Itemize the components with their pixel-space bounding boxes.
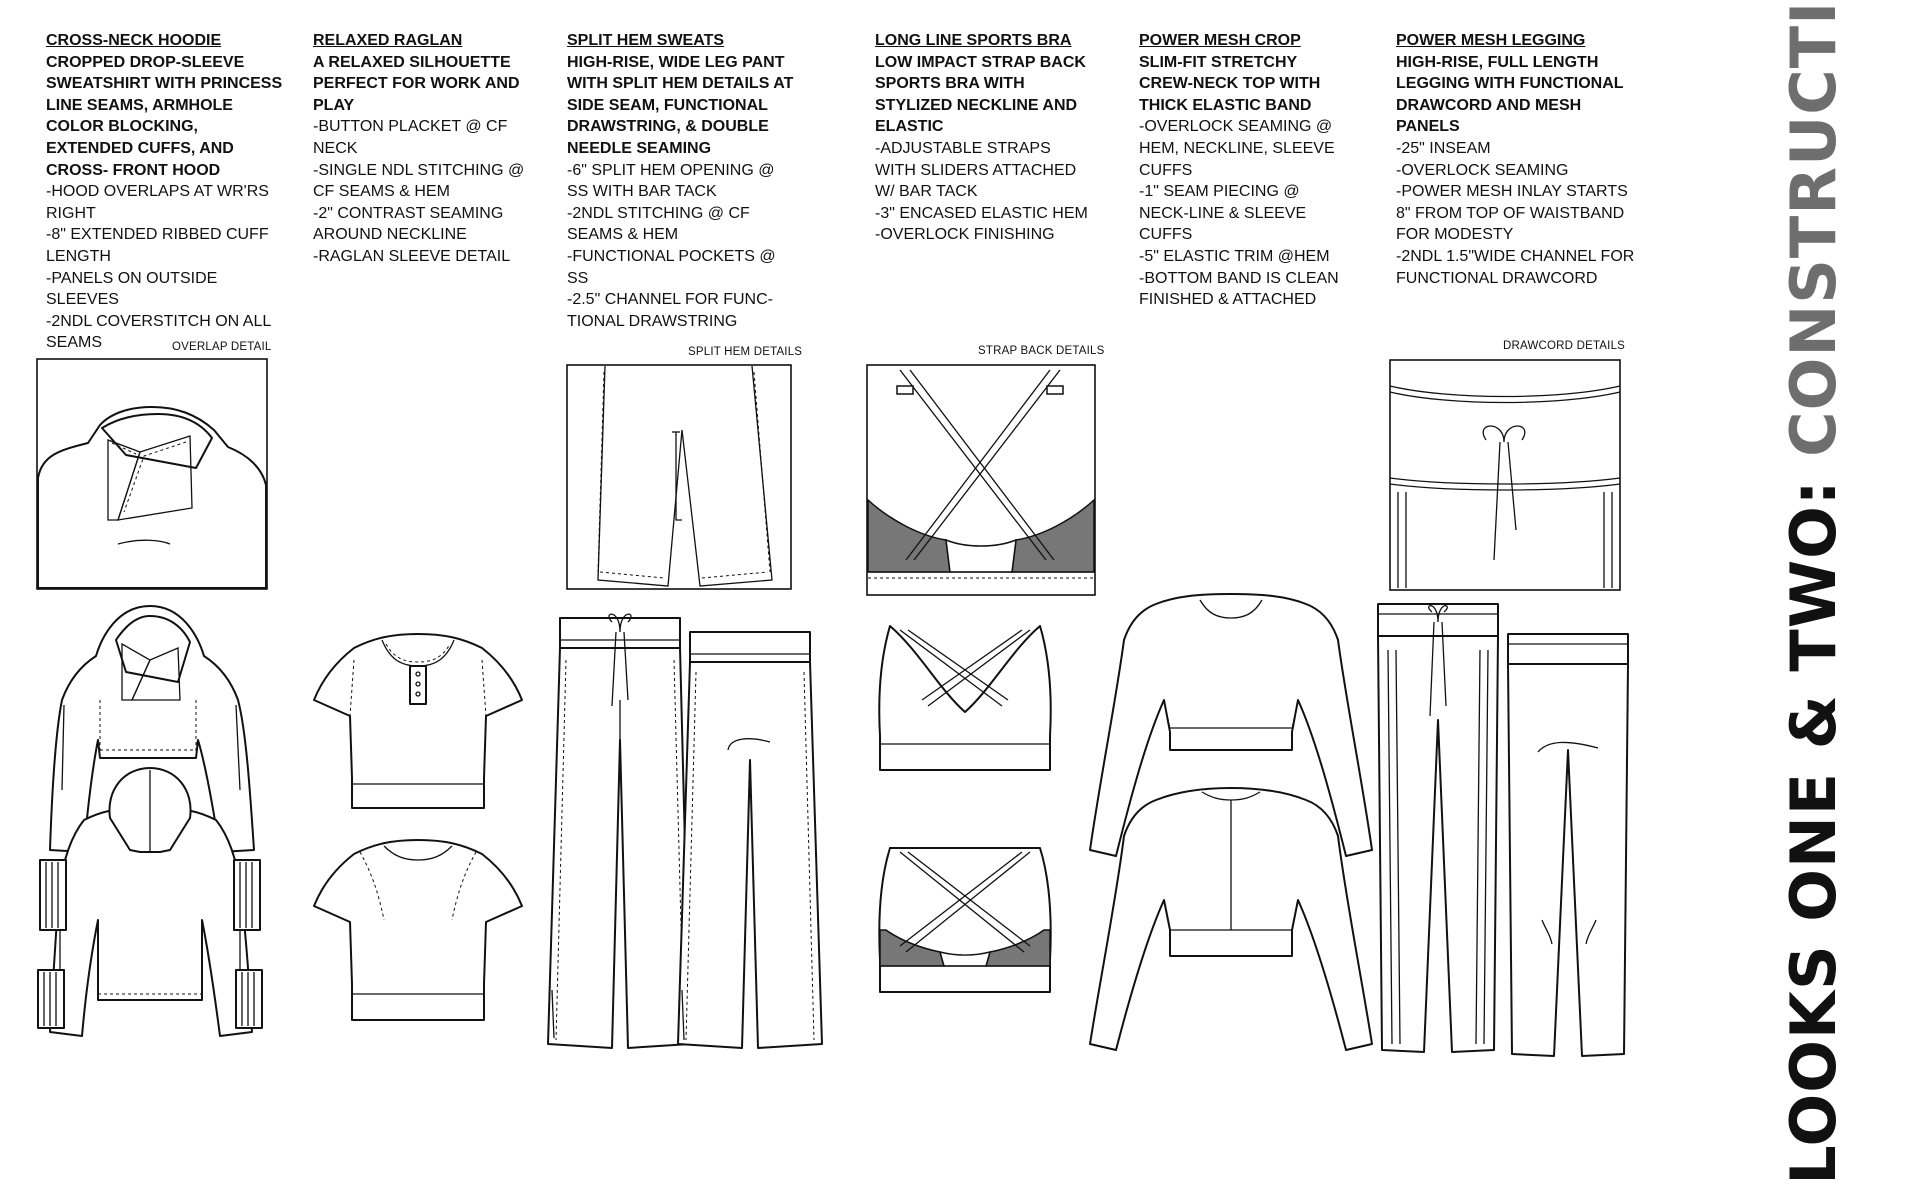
raglan-back-flat bbox=[313, 839, 523, 1021]
look-detail: -3" ENCASED ELASTIC HEM bbox=[875, 204, 1088, 222]
look-column-crop: POWER MESH CROP SLIM-FIT STRETCHY CREW-N… bbox=[1139, 30, 1349, 311]
look-detail: -25" INSEAM bbox=[1396, 139, 1491, 157]
look-detail: -BUTTON PLACKET @ CF NECK bbox=[313, 118, 508, 157]
look-detail: -2NDL COVERSTITCH ON ALL SEAMS bbox=[46, 312, 271, 352]
technical-flats bbox=[36, 358, 1629, 1057]
look-detail: -ADJUSTABLE STRAPS WITH SLIDERS ATTACHED… bbox=[875, 139, 1077, 201]
drawcord-detail-box bbox=[1389, 359, 1621, 591]
strap-back-detail-label: STRAP BACK DETAILS bbox=[978, 345, 1105, 357]
look-title: POWER MESH CROP bbox=[1139, 32, 1301, 49]
bra-back-flat bbox=[878, 847, 1052, 993]
legging-front-flat bbox=[1377, 603, 1499, 1053]
look-detail: -SINGLE NDL STITCHING @ CF SEAMS & HEM bbox=[313, 161, 525, 201]
look-description: CROPPED DROP-SLEEVE SWEATSHIRT WITH PRIN… bbox=[46, 53, 283, 179]
look-detail: -POWER MESH INLAY STARTS 8" FROM TOP OF … bbox=[1396, 183, 1628, 244]
look-description: LOW IMPACT STRAP BACK SPORTS BRA WITH ST… bbox=[875, 53, 1086, 136]
look-detail: -2.5" CHANNEL FOR FUNC- TIONAL DRAWSTRIN… bbox=[567, 291, 773, 330]
crop-front-flat bbox=[1089, 593, 1373, 857]
look-detail: -2" CONTRAST SEAMING AROUND NECKLINE bbox=[313, 204, 504, 244]
hoodie-ribbed-cuffs bbox=[37, 859, 263, 1029]
look-column-raglan: RELAXED RAGLAN A RELAXED SILHOUETTE PERF… bbox=[313, 30, 545, 268]
look-detail: -OVERLOCK SEAMING @ HEM, NECKLINE, SLEEV… bbox=[1139, 118, 1335, 179]
sweats-front-flat bbox=[547, 613, 691, 1049]
legging-back-flat bbox=[1507, 633, 1629, 1057]
look-detail: -HOOD OVERLAPS AT WR'RS RIGHT bbox=[46, 183, 269, 222]
hoodie-front-flat bbox=[49, 605, 255, 853]
strap-back-detail-box bbox=[866, 364, 1096, 596]
look-detail: -FUNCTIONAL POCKETS @ SS bbox=[567, 247, 776, 287]
overlap-detail-label: OVERLAP DETAIL bbox=[172, 341, 272, 353]
look-description: HIGH-RISE, FULL LENGTH LEGGING WITH FUNC… bbox=[1396, 53, 1624, 136]
sweats-back-flat bbox=[677, 631, 823, 1049]
look-column-legging: POWER MESH LEGGING HIGH-RISE, FULL LENGT… bbox=[1396, 30, 1636, 289]
hoodie-back-flat bbox=[49, 767, 253, 1037]
look-column-sweats: SPLIT HEM SWEATS HIGH-RISE, WIDE LEG PAN… bbox=[567, 30, 797, 332]
look-detail: -PANELS ON OUTSIDE SLEEVES bbox=[46, 269, 218, 309]
look-description: A RELAXED SILHOUETTE PERFECT FOR WORK AN… bbox=[313, 53, 520, 114]
split-hem-detail-label: SPLIT HEM DETAILS bbox=[688, 346, 803, 358]
page-title-vertical: LOOKS ONE & TWO: CONSTRUCTION bbox=[1768, 0, 1858, 1184]
look-title: LONG LINE SPORTS BRA bbox=[875, 32, 1072, 49]
look-column-bra: LONG LINE SPORTS BRA LOW IMPACT STRAP BA… bbox=[875, 30, 1095, 246]
look-detail: -2NDL STITCHING @ CF SEAMS & HEM bbox=[567, 204, 750, 244]
look-title: POWER MESH LEGGING bbox=[1396, 32, 1586, 49]
look-detail: -BOTTOM BAND IS CLEAN FINISHED & ATTACHE… bbox=[1139, 269, 1339, 309]
look-column-hoodie: CROSS-NECK HOODIE CROPPED DROP-SLEEVE SW… bbox=[46, 30, 284, 354]
raglan-front-flat bbox=[313, 633, 523, 809]
look-title: CROSS-NECK HOODIE bbox=[46, 32, 222, 49]
look-title: SPLIT HEM SWEATS bbox=[567, 32, 725, 49]
drawcord-detail-label: DRAWCORD DETAILS bbox=[1503, 340, 1626, 352]
look-description: HIGH-RISE, WIDE LEG PANT WITH SPLIT HEM … bbox=[567, 53, 794, 157]
look-detail: -6" SPLIT HEM OPENING @ SS WITH BAR TACK bbox=[567, 161, 775, 201]
overlap-detail-box bbox=[36, 358, 268, 590]
bra-front-flat bbox=[878, 625, 1052, 771]
look-detail: -2NDL 1.5"WIDE CHANNEL FOR FUNCTIONAL DR… bbox=[1396, 247, 1635, 287]
look-detail: -5" ELASTIC TRIM @HEM bbox=[1139, 247, 1330, 265]
crop-back-flat bbox=[1089, 787, 1373, 1051]
look-detail: -8" EXTENDED RIBBED CUFF LENGTH bbox=[46, 226, 269, 265]
look-description: SLIM-FIT STRETCHY CREW-NECK TOP WITH THI… bbox=[1139, 53, 1321, 114]
page-title-part2: CONSTRUCTION bbox=[1776, 0, 1850, 457]
look-detail: -RAGLAN SLEEVE DETAIL bbox=[313, 247, 511, 265]
look-title: RELAXED RAGLAN bbox=[313, 32, 463, 49]
look-detail: -OVERLOCK SEAMING bbox=[1396, 161, 1569, 179]
look-detail: -1" SEAM PIECING @ NECK-LINE & SLEEVE CU… bbox=[1139, 183, 1307, 244]
split-hem-detail-box bbox=[566, 364, 792, 590]
look-detail: -OVERLOCK FINISHING bbox=[875, 226, 1055, 244]
